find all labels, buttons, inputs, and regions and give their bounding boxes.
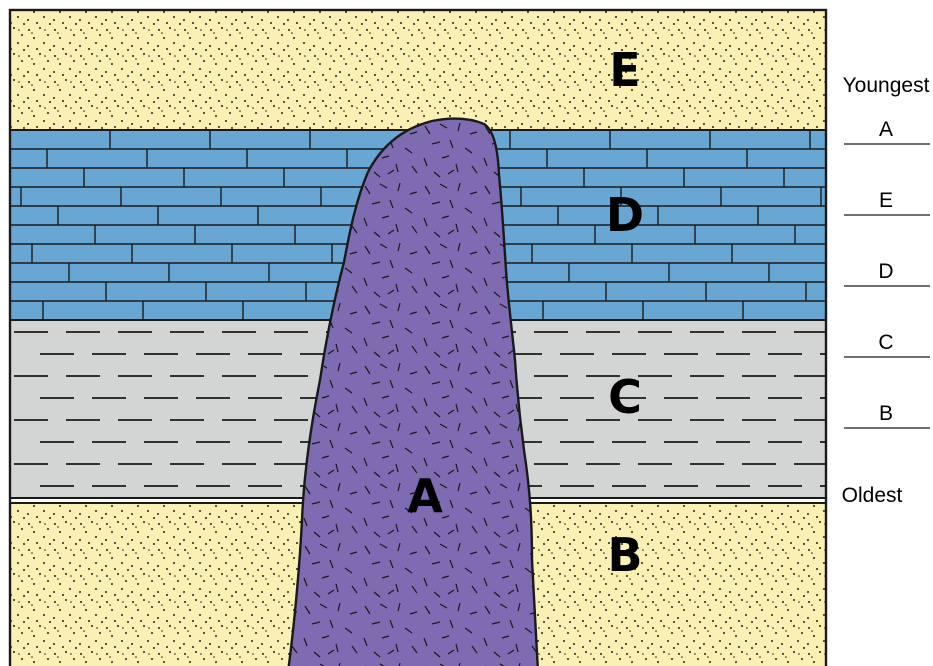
key-slot-5: B [879,402,893,425]
key-youngest-label: Youngest [843,74,930,97]
label-a: A [407,469,443,523]
key-oldest-label: Oldest [842,484,903,507]
label-d: D [606,188,644,242]
key-slot-3: D [878,260,893,283]
key-slot-1: A [879,118,893,141]
age-order-key: Youngest A E D C B Oldest [842,74,930,507]
label-b: B [607,528,642,582]
label-e: E [609,43,640,97]
key-slot-2: E [879,189,893,212]
label-c: C [608,370,642,424]
key-slot-4: C [878,331,893,354]
